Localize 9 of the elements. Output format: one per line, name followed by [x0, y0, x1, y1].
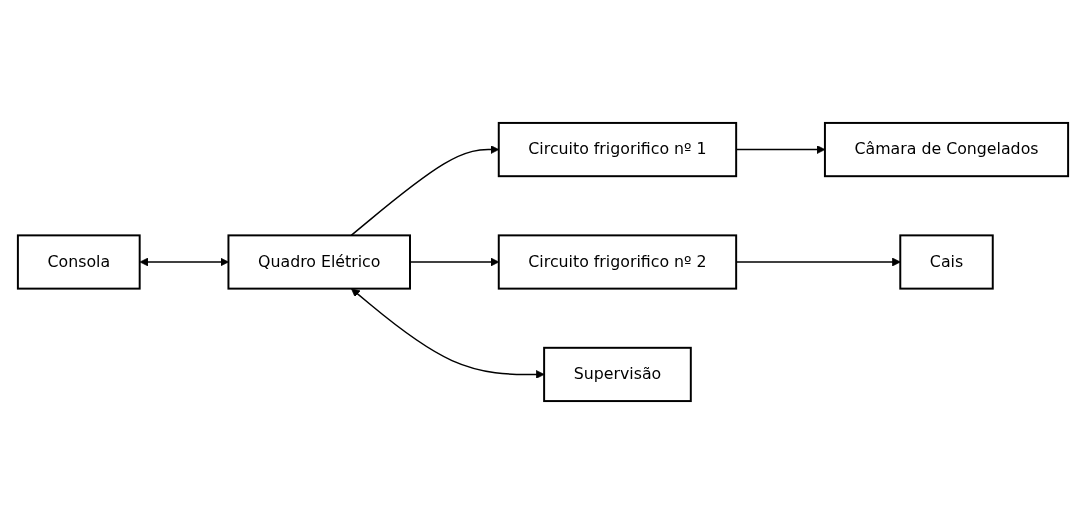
- node-box: Quadro Elétrico: [227, 234, 411, 290]
- node-box: Câmara de Congelados: [823, 121, 1070, 178]
- arrow: [351, 288, 545, 379]
- node-box: Supervisão: [543, 346, 692, 403]
- node-box: Circuito frigorifico nº 1: [497, 121, 738, 178]
- node-box: Circuito frigorifico nº 2: [497, 234, 738, 290]
- node-box: Cais: [899, 234, 994, 290]
- node-box: Consola: [16, 234, 141, 290]
- arrow: [139, 257, 229, 267]
